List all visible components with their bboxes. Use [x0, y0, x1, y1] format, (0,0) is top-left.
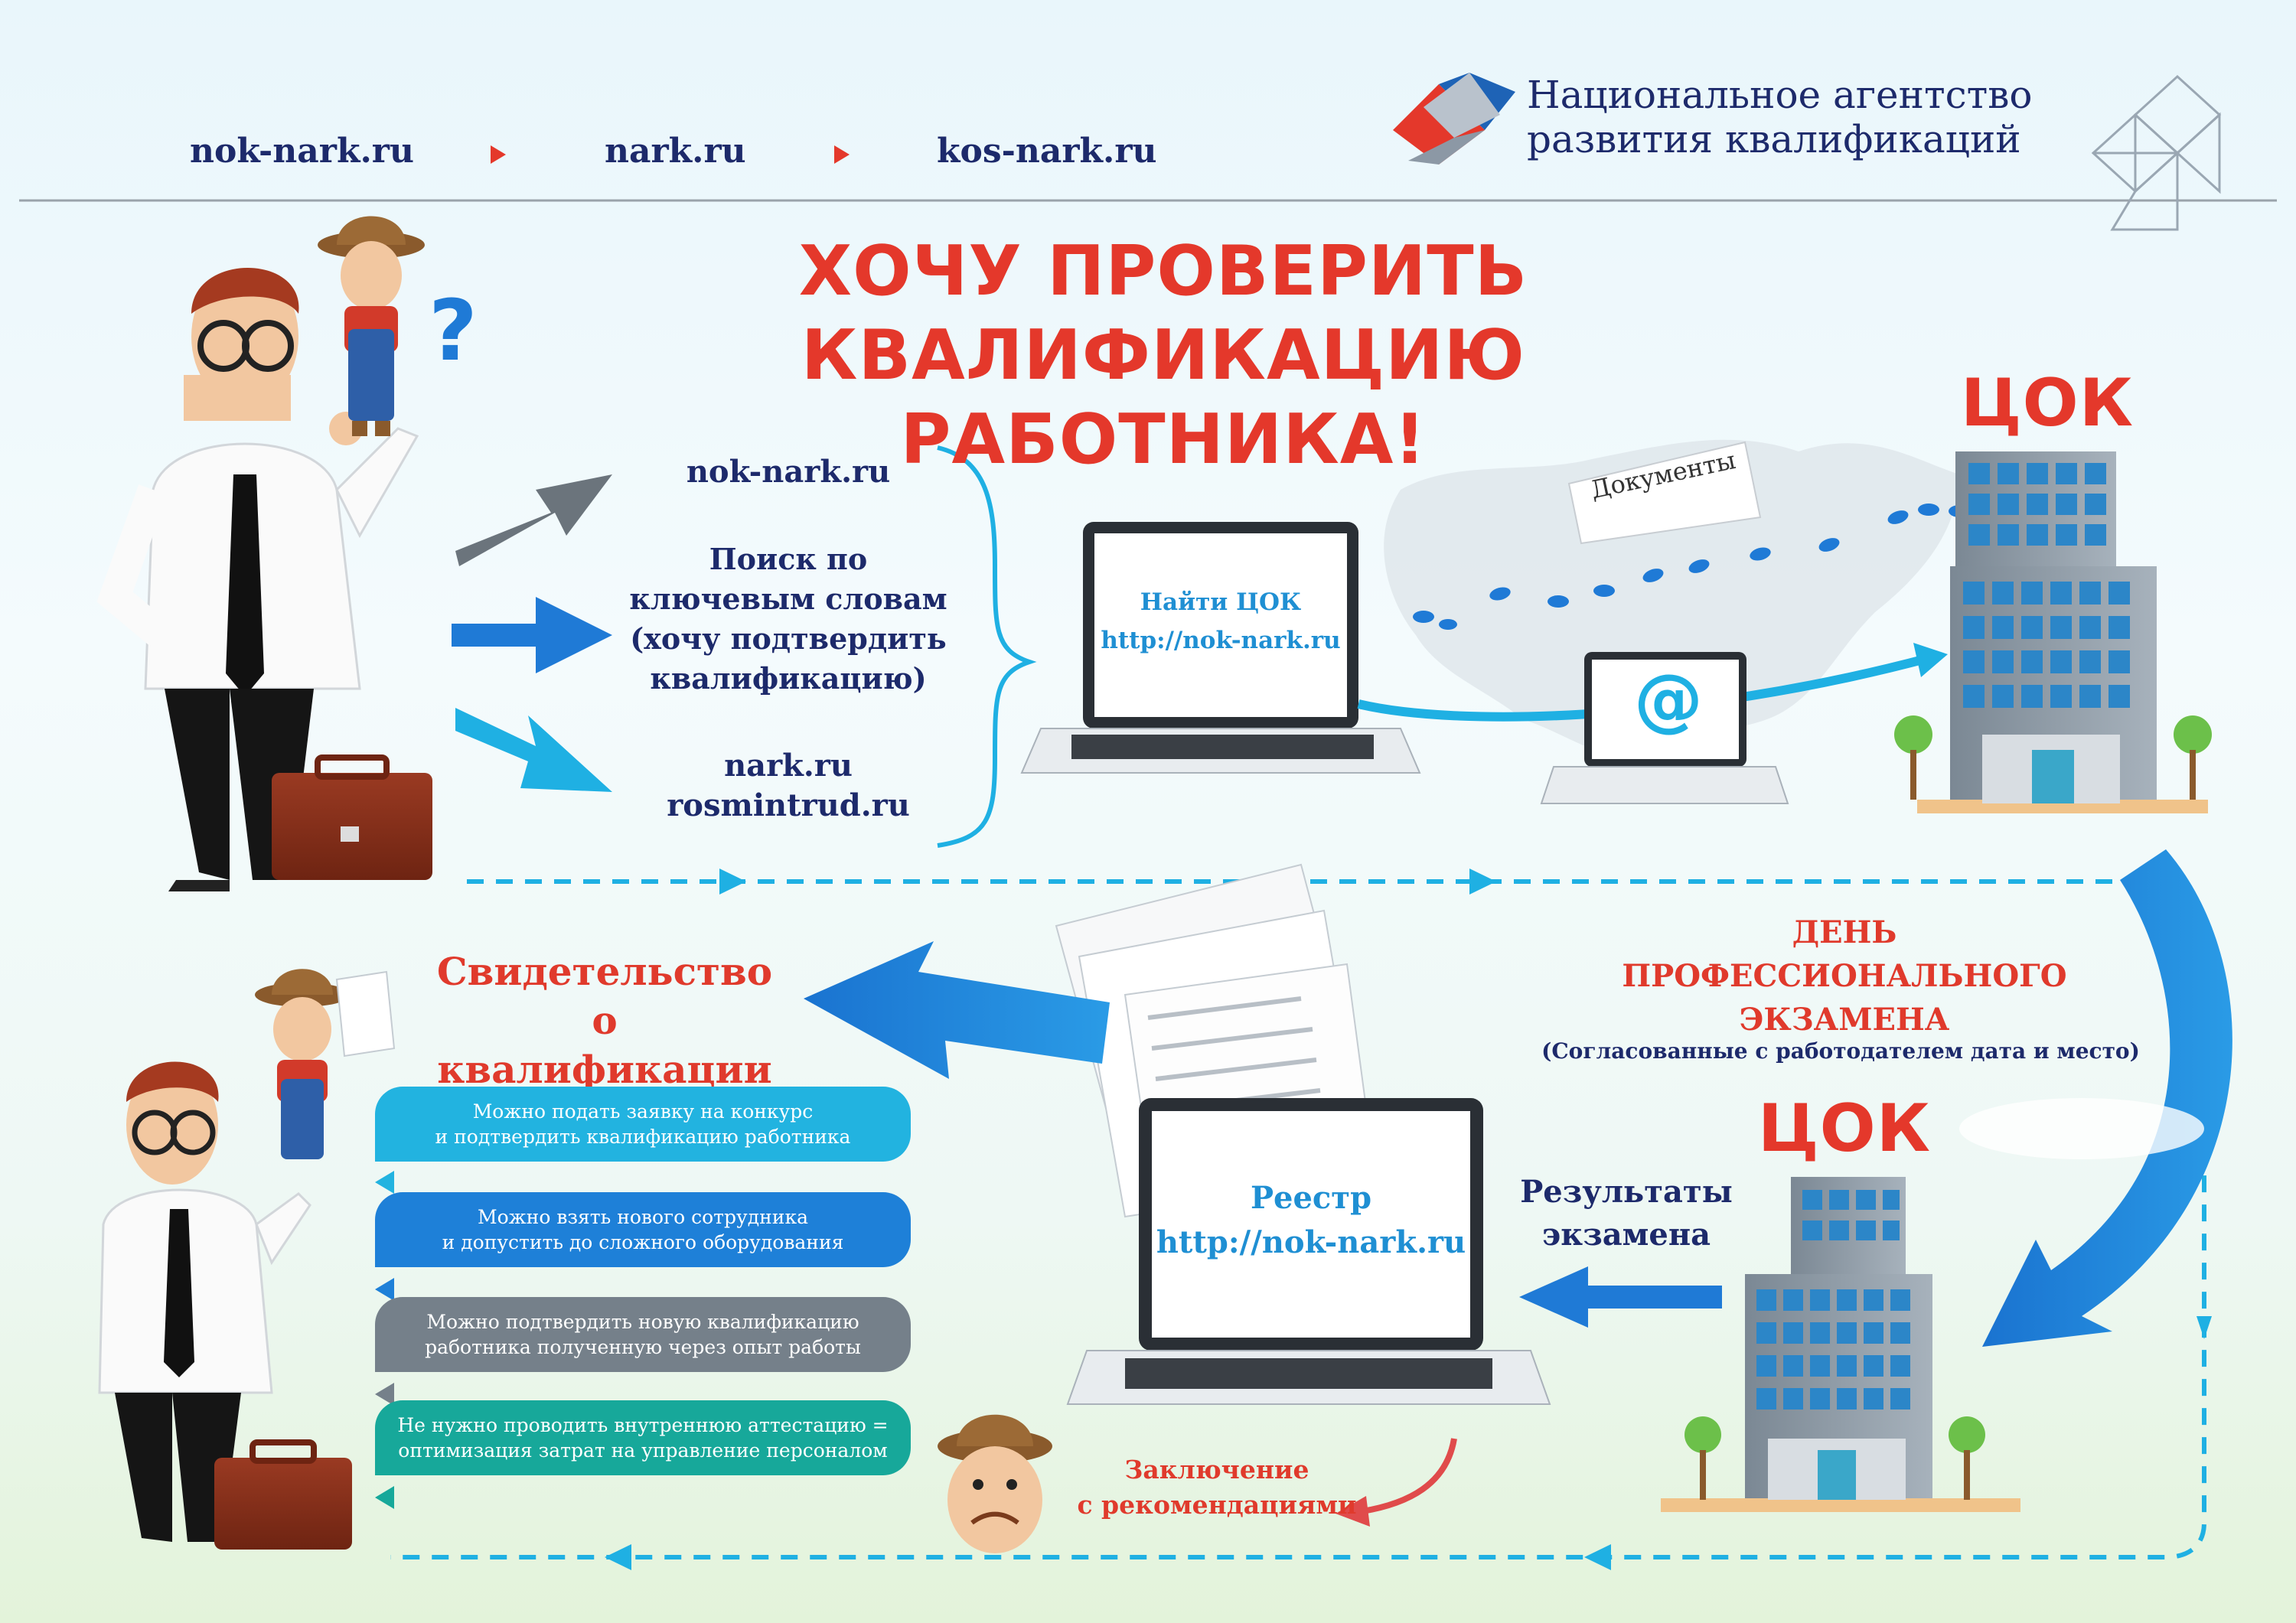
russia-map-icon	[1384, 439, 1959, 759]
benefit-bubble-no-attestation: Не нужно проводить внутреннюю аттестацию…	[375, 1400, 911, 1475]
option-keyword-line: (хочу подтвердить	[630, 621, 947, 656]
exam-day-title: ДЕНЬ ПРОФЕССИОНАЛЬНОГО ЭКЗАМЕНА	[1611, 911, 2078, 1041]
option-nark-link[interactable]: nark.ru	[724, 748, 853, 784]
page-title-line2: КВАЛИФИКАЦИЮ РАБОТНИКА!	[801, 315, 1526, 480]
laptop-email-icon	[1540, 652, 1789, 804]
nark-logo-icon	[1393, 73, 1515, 165]
curved-arrow-icon	[1982, 849, 2232, 1347]
results-arrow-icon	[1519, 1266, 1722, 1328]
laptop-main-line1: Найти ЦОК	[1140, 588, 1302, 616]
header-link-kos-nark[interactable]: kos-nark.ru	[937, 132, 1157, 171]
certificate-label: Свидетельство о квалификации	[429, 947, 781, 1094]
exam-results-line2: экзамена	[1541, 1217, 1711, 1253]
header-link-nark[interactable]: nark.ru	[605, 132, 746, 171]
org-name-line1: Национальное агентство	[1527, 73, 2033, 117]
laptop-main-screen: Найти ЦОК http://nok-nark.ru	[1096, 583, 1345, 660]
page-title-line1: ХОЧУ ПРОВЕРИТЬ	[798, 231, 1528, 311]
certificate-arrow-icon	[804, 941, 1110, 1079]
arrow-cyan-icon	[455, 708, 612, 792]
benefit-bubble-contest: Можно подать заявку на конкурс и подтвер…	[375, 1087, 911, 1162]
org-name-line2: развития квалификаций	[1527, 117, 2021, 161]
benefit-bubble-new-qualification: Можно подтвердить новую квалификацию раб…	[375, 1297, 911, 1372]
option-keyword-line: ключевым словам	[629, 582, 947, 616]
arrow-gray-icon	[455, 474, 612, 566]
benefit-line: Можно взять нового сотрудника	[478, 1206, 808, 1228]
center-bottom-label: ЦОК	[1757, 1090, 1932, 1167]
certificate-line2: о квалификации	[437, 998, 772, 1092]
org-name: Национальное агентство развития квалифик…	[1527, 73, 2033, 161]
sad-worker-icon	[938, 1414, 1052, 1553]
conclusion-arrow-icon	[1362, 1438, 1457, 1514]
exam-day-line2: ПРОФЕССИОНАЛЬНОГО	[1622, 958, 2067, 994]
registry-url[interactable]: http://nok-nark.ru	[1156, 1224, 1466, 1260]
laptop-main-url[interactable]: http://nok-nark.ru	[1101, 627, 1341, 654]
benefit-line: Можно подтвердить новую квалификацию	[426, 1311, 859, 1333]
exam-day-line1: ДЕНЬ	[1792, 914, 1897, 950]
benefit-line: Не нужно проводить внутреннюю аттестацию…	[397, 1414, 889, 1436]
option-keyword-line: квалификацию)	[650, 661, 927, 696]
nav-arrow-icon	[491, 145, 506, 164]
worker-with-document-icon	[255, 969, 396, 1159]
cloud-icon	[1959, 1098, 2204, 1159]
center-top-label: ЦОК	[1960, 365, 2135, 442]
benefit-line: оптимизация затрат на управление персона…	[398, 1439, 888, 1462]
option-keyword-line: Поиск по	[709, 542, 868, 576]
exam-results-line1: Результаты	[1520, 1174, 1733, 1210]
briefcase-icon	[272, 754, 432, 880]
briefcase-bottom-icon	[214, 1439, 352, 1550]
bubble-tail-icon	[375, 1171, 394, 1194]
benefit-line: работника полученную через опыт работы	[425, 1336, 861, 1358]
conclusion-line2: с рекомендациями	[1077, 1490, 1357, 1520]
laptop-main-icon	[1020, 522, 1421, 774]
benefit-line: и допустить до сложного оборудования	[442, 1231, 844, 1253]
benefit-bubble-new-employee: Можно взять нового сотрудника и допустит…	[375, 1192, 911, 1267]
exam-results-label: Результаты экзамена	[1519, 1171, 1733, 1256]
option-nark-rosmintrud[interactable]: nark.ru rosmintrud.ru	[658, 746, 918, 826]
option-keyword-search: Поиск по ключевым словам (хочу подтверди…	[628, 539, 949, 699]
registry-title: Реестр	[1250, 1180, 1372, 1216]
building-top-icon	[1894, 451, 2212, 813]
building-bottom-icon	[1661, 1177, 2020, 1512]
email-at-icon: @	[1634, 660, 1703, 740]
exam-day-note: (Согласованные с работодателем дата и ме…	[1541, 1038, 2140, 1064]
exam-day-line3: ЭКЗАМЕНА	[1739, 1002, 1950, 1038]
bubble-tail-icon	[375, 1278, 394, 1301]
businessman-bottom-illustration-icon	[98, 1061, 311, 1542]
header-link-nok-nark[interactable]: nok-nark.ru	[190, 132, 414, 171]
page-title: ХОЧУ ПРОВЕРИТЬ КВАЛИФИКАЦИЮ РАБОТНИКА!	[566, 230, 1760, 482]
footprints-icon	[1413, 504, 1970, 630]
benefit-line: и подтвердить квалификацию работника	[435, 1126, 851, 1148]
option-nok-nark[interactable]: nok-nark.ru	[686, 454, 891, 490]
nav-arrow-icon	[834, 145, 850, 164]
option-rosmintrud-link[interactable]: rosmintrud.ru	[667, 787, 910, 823]
businessman-illustration-icon	[96, 268, 419, 891]
laptop-registry-icon	[1066, 1098, 1551, 1405]
brace-icon	[937, 445, 1037, 848]
documents-paper-icon	[1567, 441, 1762, 545]
geometric-decoration-icon	[2091, 74, 2222, 231]
bubble-tail-icon	[375, 1486, 394, 1509]
certificate-line1: Свидетельство	[436, 949, 773, 994]
benefit-line: Можно подать заявку на конкурс	[472, 1100, 814, 1123]
worker-figure-icon	[318, 216, 425, 436]
arrow-blue-icon	[452, 597, 612, 673]
registry-screen: Реестр http://nok-nark.ru	[1152, 1176, 1470, 1265]
question-mark-icon: ?	[429, 282, 478, 380]
bubble-tail-icon	[375, 1383, 394, 1406]
conclusion-line1: Заключение	[1124, 1455, 1309, 1484]
conclusion-label: Заключение с рекомендациями	[1071, 1452, 1362, 1523]
